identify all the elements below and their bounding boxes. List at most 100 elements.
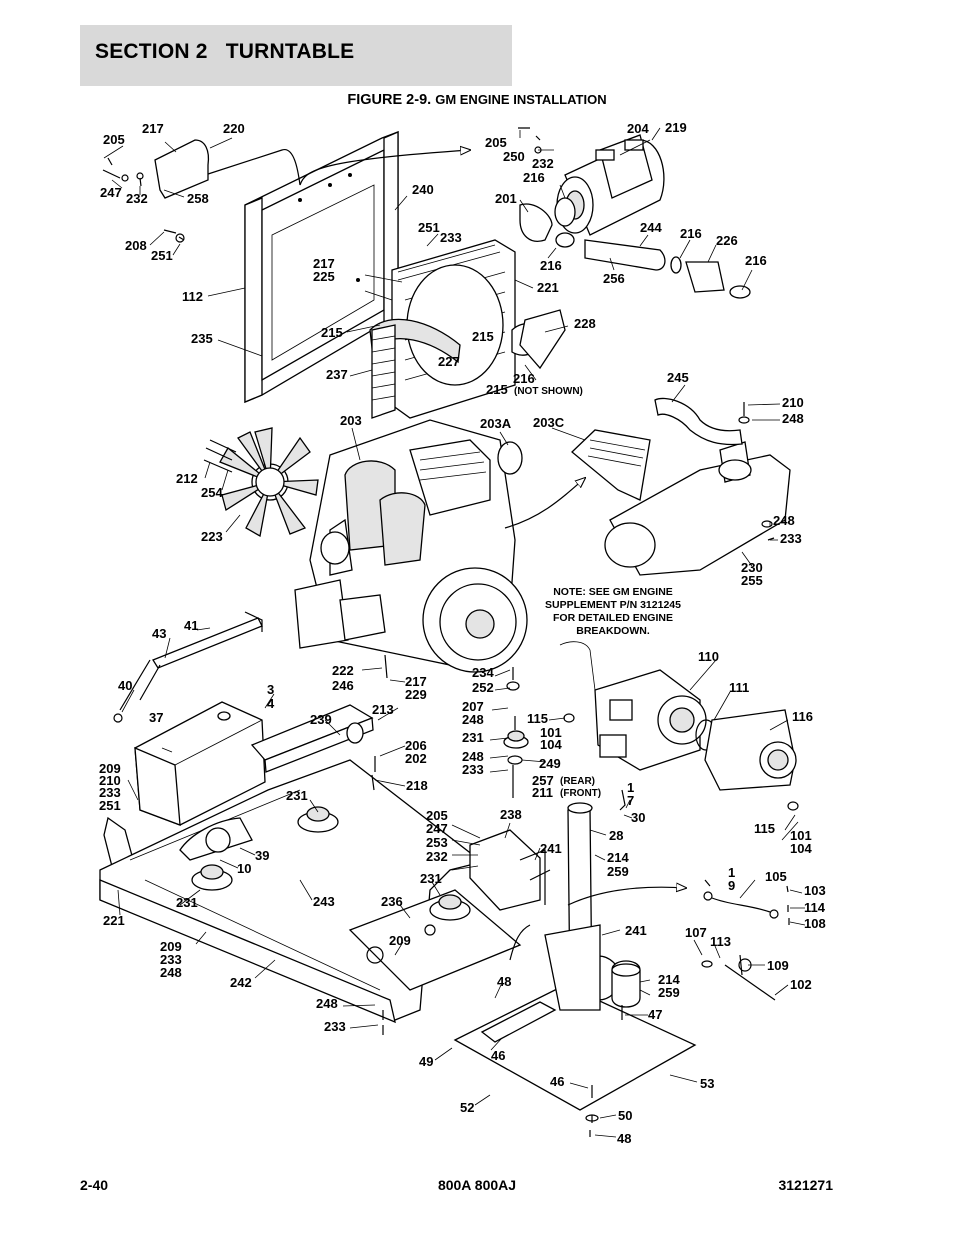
engine-mounts [191,722,529,921]
callout: 215 [321,325,343,340]
callout: 206 [405,738,427,753]
callout: 220 [223,121,245,136]
callout: 39 [255,848,269,863]
callout: 251 [418,220,440,235]
callout: 237 [326,367,348,382]
callout: 231 [462,730,484,745]
section-number: SECTION 2 [95,40,208,63]
callout: 244 [640,220,662,235]
callout: 108 [804,916,826,931]
callout-note: (NOT SHOWN) [514,386,583,397]
callout: 259 [607,864,629,879]
callout: 46 [550,1074,564,1089]
callout-note: (REAR) [560,776,595,787]
direction-arrows [205,150,686,961]
callout: 215 [486,382,508,397]
callout: 102 [790,977,812,992]
figure-label: FIGURE 2-9. [347,92,432,108]
callout: 209 [160,939,182,954]
callout: 49 [419,1054,433,1069]
document-number: 3121271 [778,1177,833,1193]
callout: 242 [230,975,252,990]
callout: 10 [237,861,251,876]
callout: 248 [462,749,484,764]
callout: 107 [685,925,707,940]
heat-shield [571,429,651,501]
radiator-core [369,239,566,419]
callout: 216 [523,170,545,185]
callout: 218 [406,778,428,793]
callout: 222 [332,663,354,678]
figure-title: FIGURE 2-9. GM ENGINE INSTALLATION [0,92,954,108]
callout: 231 [420,871,442,886]
callout: 227 [438,354,460,369]
callout: 1 [728,865,735,880]
callout: 112 [182,289,203,304]
callout: 109 [767,958,789,973]
callout: 203 [340,413,362,428]
callout: 221 [537,280,559,295]
callout: 101 [790,828,812,843]
callout: 230 [741,560,763,575]
callout: 256 [603,271,625,286]
note-line-1: NOTE: SEE GM ENGINE [553,586,673,598]
callout: 46 [491,1048,505,1063]
callout: 210 [99,773,121,788]
callout: 116 [792,709,813,724]
callout: 216 [745,253,767,268]
callout: 47 [648,1007,662,1022]
callout: 245 [667,370,689,385]
gm-engine [294,419,528,673]
callout: 214 [607,850,629,865]
callout: 53 [700,1076,714,1091]
callout: 216 [513,371,535,386]
callout: 248 [316,996,338,1011]
callout: 233 [440,230,462,245]
callout: 48 [497,974,511,989]
callout: 204 [627,121,649,136]
callout: 7 [627,793,634,808]
callout: 216 [540,258,562,273]
callout: 215 [472,329,494,344]
callout: 52 [460,1100,474,1115]
callout: 235 [191,331,213,346]
callout: 1 [627,780,634,795]
callout: 214 [658,972,680,987]
callout: 40 [118,678,132,693]
callout: 233 [324,1019,346,1034]
callout: 50 [618,1108,632,1123]
callout: 9 [728,878,735,893]
callout: 238 [500,807,522,822]
callout: 248 [773,513,795,528]
callout: 232 [126,191,148,206]
callout: 110 [698,649,719,664]
callout: 236 [381,894,403,909]
callout: 252 [472,680,494,695]
callout: 226 [716,233,738,248]
callout: 202 [405,751,427,766]
callout: 41 [184,618,198,633]
callout: 103 [804,883,826,898]
callout: 201 [495,191,517,206]
callout: 111 [729,680,749,695]
callout: 37 [149,710,163,725]
callout: 203A [480,416,512,431]
callout: 104 [540,737,562,752]
callout: 216 [680,226,702,241]
callout: 232 [532,156,554,171]
callout: 203C [533,415,565,430]
callout: 241 [625,923,647,938]
callout: 30 [631,810,645,825]
callout: 43 [152,626,166,641]
section-name: TURNTABLE [225,40,355,63]
callout: 248 [462,712,484,727]
callout: 233 [99,785,121,800]
callout: 249 [539,756,561,771]
engine-supplement-note: NOTE: SEE GM ENGINE SUPPLEMENT P/N 31212… [545,586,681,637]
callout: 248 [782,411,804,426]
callout: 205 [103,132,125,147]
callout: 207 [462,699,484,714]
callout: 240 [412,182,434,197]
callout: 228 [574,316,596,331]
callout: 241 [540,841,562,856]
